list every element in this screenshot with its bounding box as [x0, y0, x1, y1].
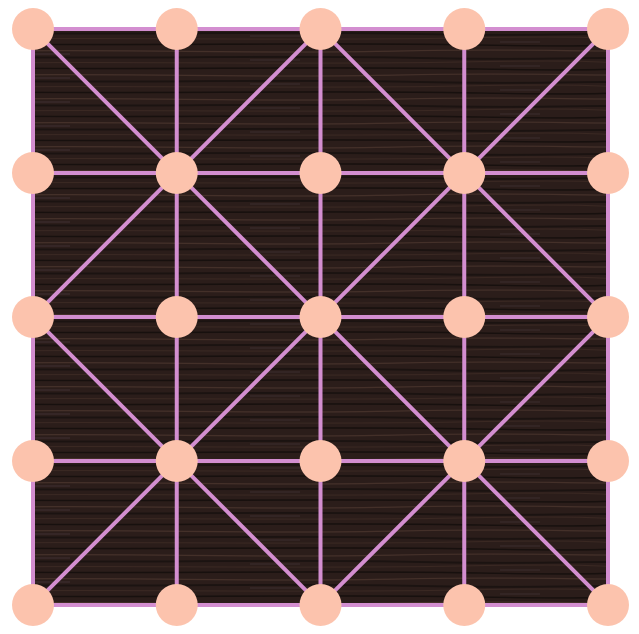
board-point-r4-c1[interactable]: [155, 584, 198, 626]
board-line-diagonal: [462, 171, 610, 319]
board-point-r1-c0[interactable]: [12, 152, 54, 194]
board-line-diagonal: [318, 315, 467, 463]
board-point-r4-c2[interactable]: [299, 584, 342, 626]
board-point-r2-c0[interactable]: [12, 296, 54, 338]
board-point-r1-c2[interactable]: [299, 152, 342, 194]
board-point-r2-c3[interactable]: [443, 296, 486, 338]
board-line-diagonal: [318, 27, 467, 175]
board-point-r2-c2[interactable]: [299, 296, 342, 338]
board-line-diagonal: [318, 171, 467, 319]
board-point-r1-c4[interactable]: [587, 152, 629, 194]
board-line-diagonal: [31, 459, 179, 607]
board-point-r0-c0[interactable]: [12, 8, 54, 50]
board-point-r2-c1[interactable]: [155, 296, 198, 338]
board-point-r0-c2[interactable]: [299, 8, 342, 50]
board-point-r2-c4[interactable]: [587, 296, 629, 338]
board-point-r3-c1[interactable]: [155, 440, 198, 482]
board-point-r0-c1[interactable]: [155, 8, 198, 50]
board-point-r1-c1[interactable]: [155, 152, 198, 194]
board-point-r4-c0[interactable]: [12, 584, 54, 626]
board-line-diagonal: [174, 315, 323, 463]
board-point-r3-c4[interactable]: [587, 440, 629, 482]
board-point-r1-c3[interactable]: [443, 152, 486, 194]
board-line-diagonal: [462, 27, 610, 175]
board-line-diagonal: [462, 315, 610, 463]
board-point-r0-c3[interactable]: [443, 8, 486, 50]
board-line-diagonal: [31, 315, 179, 463]
board-line-diagonal: [31, 171, 179, 319]
board-line-diagonal: [318, 459, 467, 607]
board-line-diagonal: [31, 27, 179, 175]
board-line-diagonal: [462, 459, 610, 607]
board-point-r0-c4[interactable]: [587, 8, 629, 50]
board-point-r3-c0[interactable]: [12, 440, 54, 482]
board-points: [12, 8, 629, 626]
board-point-r4-c4[interactable]: [587, 584, 629, 626]
board-point-r3-c2[interactable]: [299, 440, 342, 482]
board-point-r3-c3[interactable]: [443, 440, 486, 482]
board-line-diagonal: [174, 171, 323, 319]
board-line-diagonal: [174, 27, 323, 175]
board-line-diagonal: [174, 459, 323, 607]
board-point-r4-c3[interactable]: [443, 584, 486, 626]
